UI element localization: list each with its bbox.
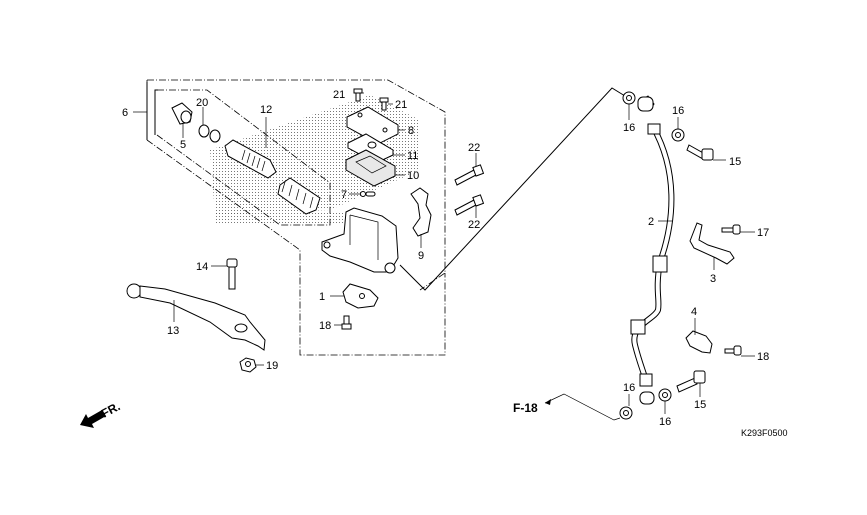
- part-washer-16a: [622, 91, 636, 105]
- part-washer-16d: [658, 388, 672, 402]
- part-oil-bolt-15b: [676, 370, 706, 393]
- part-holder: [410, 187, 432, 237]
- callout-15b: 15: [694, 399, 706, 411]
- part-reservoir-cap: [346, 106, 399, 145]
- part-oil-bolt-15a: [686, 144, 714, 161]
- callout-18a: 21: [333, 89, 345, 101]
- callout-16b: 16: [672, 105, 684, 117]
- part-boot: [171, 102, 193, 125]
- part-clamp-bracket: [689, 222, 735, 265]
- part-pivot-bolt: [226, 258, 238, 290]
- part-screw-19: [341, 315, 352, 330]
- callout-13: 13: [167, 325, 179, 337]
- part-circlip: [198, 124, 210, 138]
- part-diaphragm: [345, 149, 396, 187]
- part-washer-16b: [671, 128, 685, 142]
- callout-22b: 22: [468, 219, 480, 231]
- callout-21b: 18: [757, 351, 769, 363]
- callout-10: 10: [407, 170, 419, 182]
- callout-17: 20: [196, 97, 208, 109]
- callout-9: 9: [418, 250, 424, 262]
- part-pin: [360, 191, 376, 197]
- reference-f18: F-18: [513, 401, 538, 415]
- part-bolt-21b: [724, 345, 742, 356]
- part-washer-16c: [619, 406, 633, 420]
- part-brake-switch: [342, 283, 379, 309]
- callout-22a: 22: [468, 142, 480, 154]
- callout-20: 19: [266, 360, 278, 372]
- callout-2: 2: [648, 216, 654, 228]
- part-bolt-21a: [721, 224, 741, 235]
- callout-19: 18: [319, 320, 331, 332]
- part-seal: [209, 129, 221, 143]
- callout-21a: 17: [757, 227, 769, 239]
- callout-18b: 21: [395, 99, 407, 111]
- callout-labels: 6 5 20 12 21 21 8 11 10 7 9 22 22 1 18 1…: [122, 89, 788, 438]
- part-screw-18b: [379, 97, 389, 111]
- front-arrow-icon: [80, 410, 106, 428]
- callout-15a: 15: [729, 156, 741, 168]
- part-bolt-22a: [454, 164, 485, 186]
- callout-4: 4: [691, 306, 697, 318]
- drawing-code: K293F0500: [741, 428, 788, 438]
- part-hose-clamp: [685, 330, 713, 354]
- part-brake-lever: [126, 283, 266, 351]
- callout-16d: 16: [659, 416, 671, 428]
- callout-16c: 16: [623, 382, 635, 394]
- part-nut: [239, 357, 257, 373]
- part-piston: [224, 139, 277, 179]
- leader-lines: [173, 92, 755, 421]
- callout-7: 7: [341, 189, 347, 201]
- callout-3: 3: [710, 273, 716, 285]
- callout-12: 12: [260, 104, 272, 116]
- callout-8: 8: [408, 125, 414, 137]
- part-bolt-22b: [454, 194, 485, 216]
- front-direction-indicator: FR.: [80, 399, 122, 428]
- part-master-cylinder: [321, 207, 399, 274]
- assembly-outline: [133, 79, 626, 356]
- callout-16a: 16: [623, 122, 635, 134]
- callout-5: 5: [180, 139, 186, 151]
- callout-14: 14: [196, 261, 208, 273]
- callout-11: 11: [407, 150, 418, 162]
- part-spring: [277, 177, 321, 215]
- callout-6: 6: [122, 107, 128, 119]
- part-brake-hose: [630, 95, 675, 405]
- callout-1: 1: [319, 291, 325, 303]
